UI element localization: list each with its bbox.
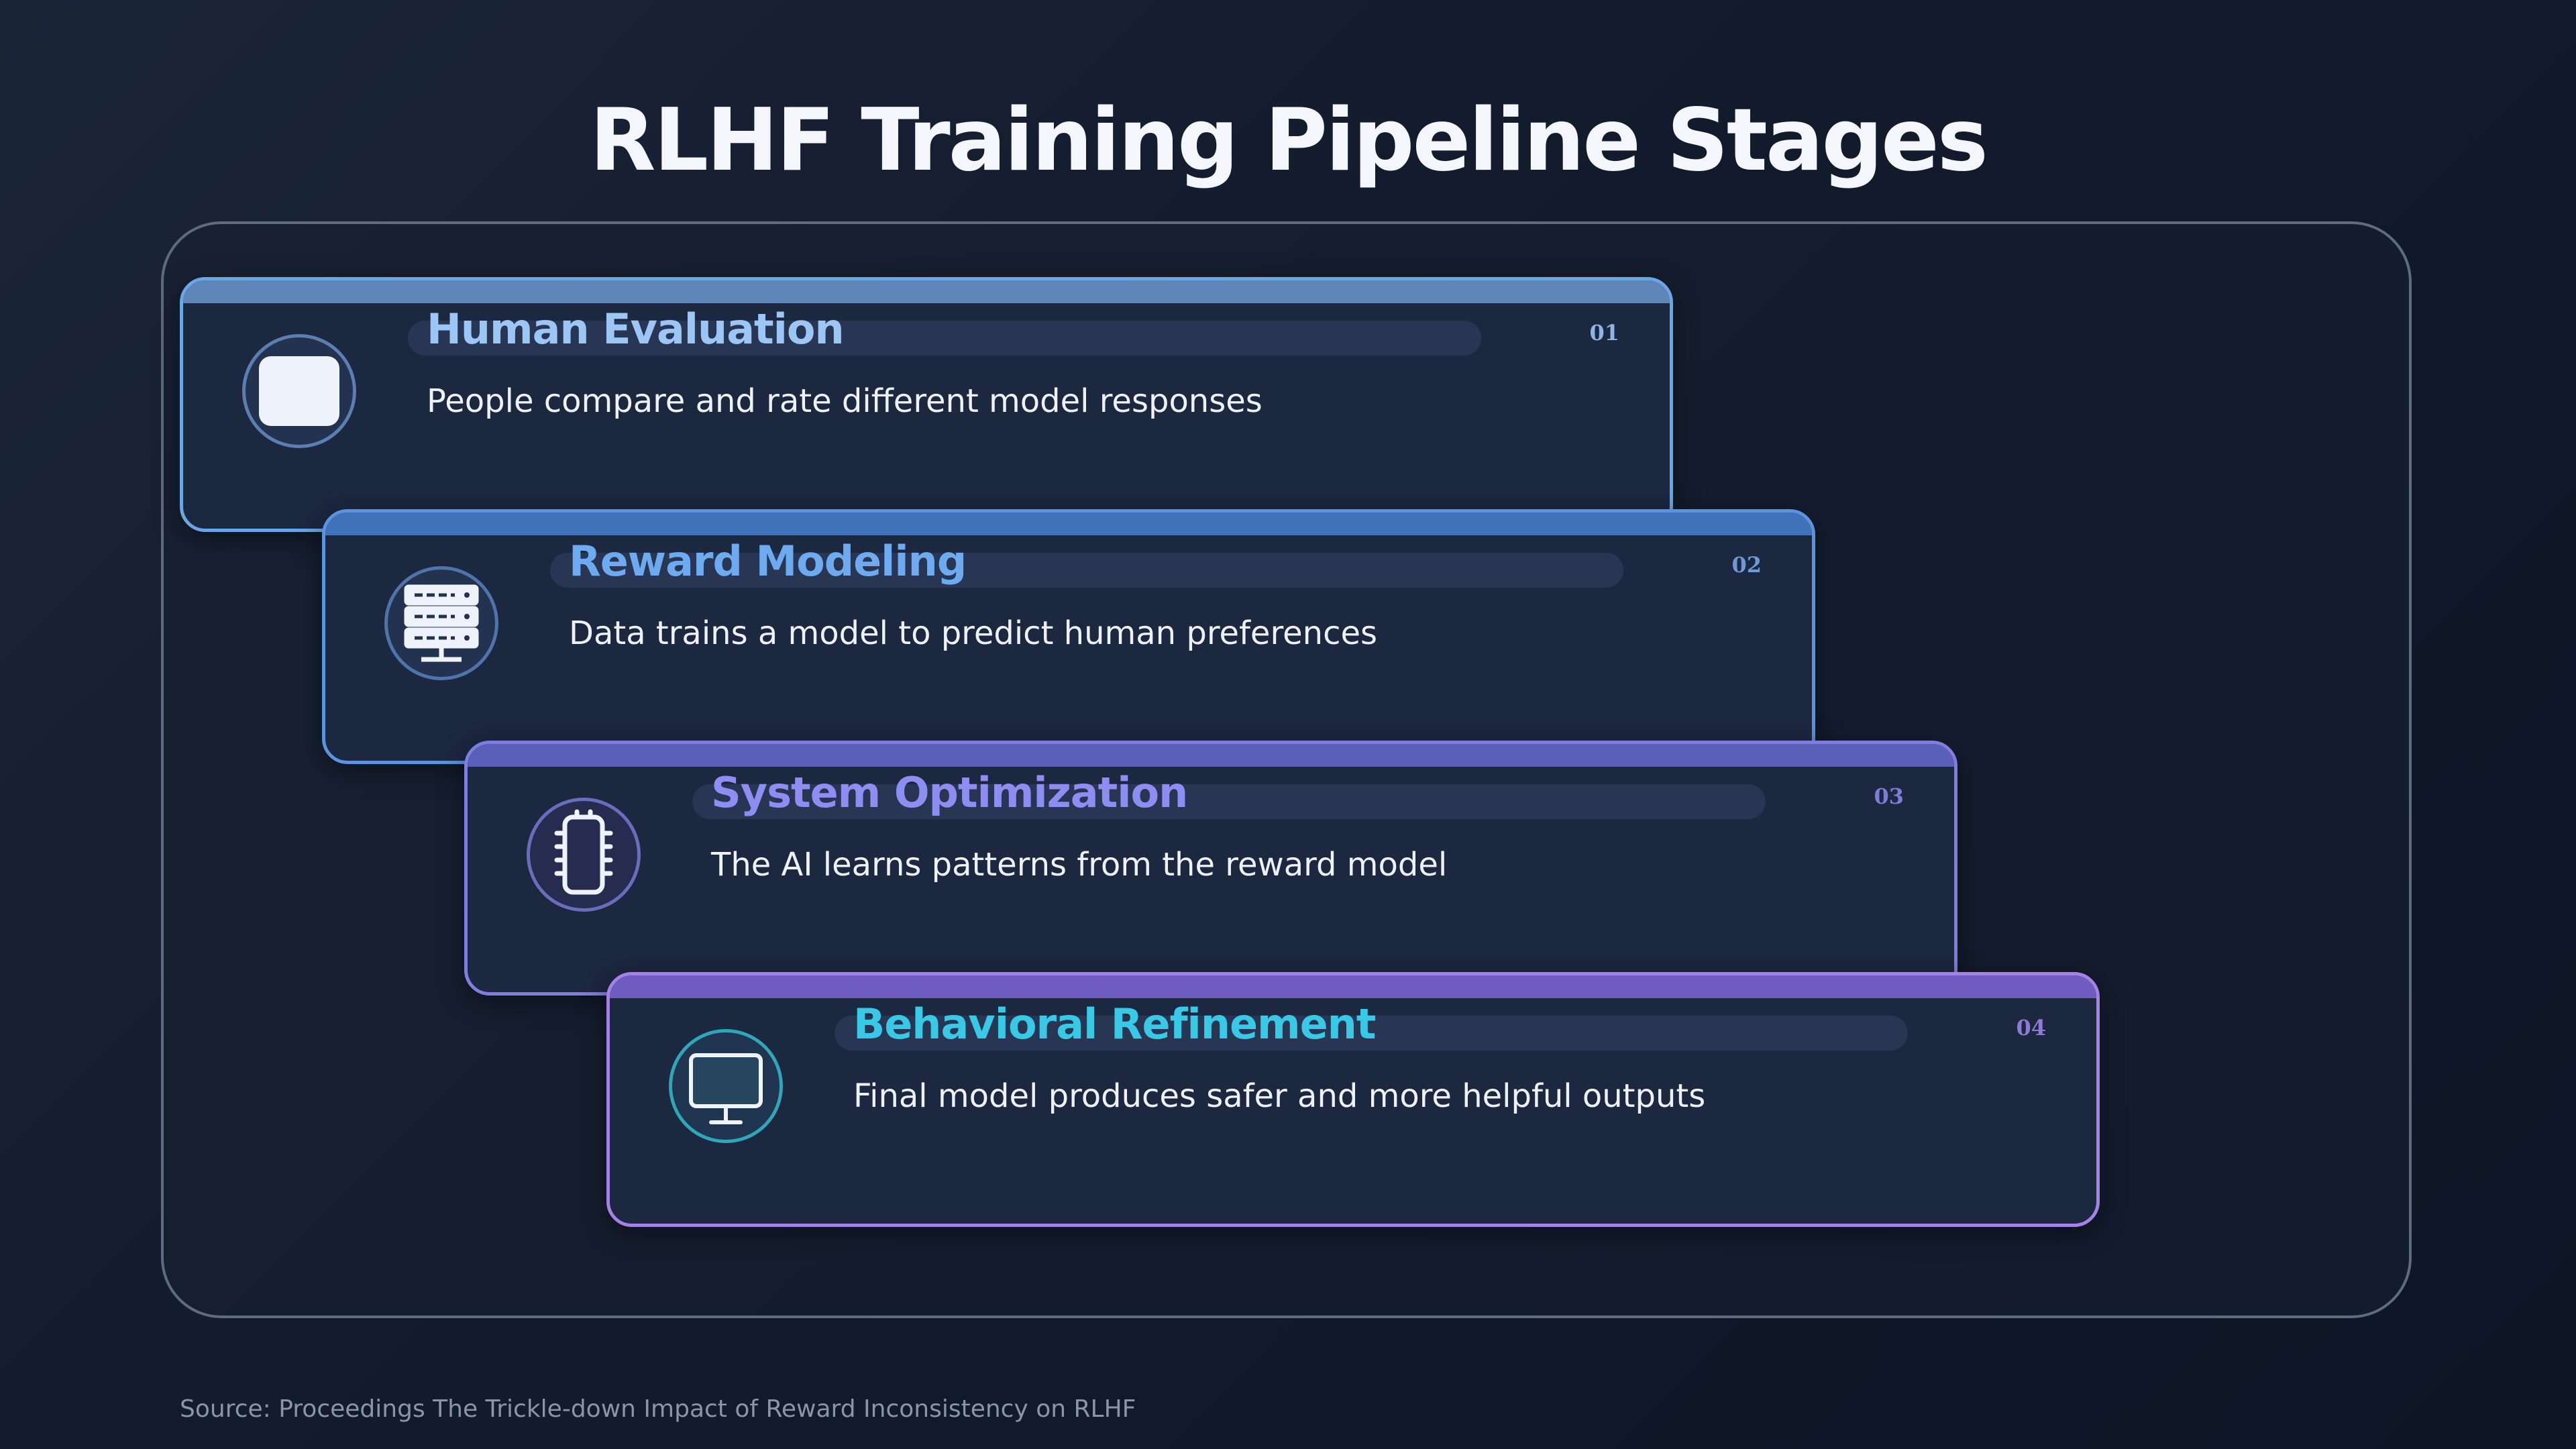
- stage-card-behavioral-refinement: Behavioral Refinement 04 Final model pro…: [606, 972, 2100, 1227]
- stage-card-header-bar: [325, 513, 1812, 535]
- stage-icon-badge: [242, 334, 356, 448]
- stage-number: 02: [1731, 552, 1762, 578]
- stage-description: People compare and rate different model …: [427, 382, 1263, 420]
- stage-card-human-evaluation: Human Evaluation 01 People compare and r…: [180, 277, 1673, 532]
- stage-title: Reward Modeling: [569, 537, 967, 586]
- stage-title: Human Evaluation: [427, 305, 845, 354]
- stage-number: 01: [1589, 320, 1619, 345]
- page-title: RLHF Training Pipeline Stages: [590, 91, 1988, 191]
- stage-card-header-bar: [468, 744, 1954, 767]
- stage-title-highlight: [550, 553, 1623, 588]
- stage-number: 04: [2016, 1015, 2046, 1040]
- stage-description: Data trains a model to predict human pre…: [569, 614, 1378, 652]
- stage-description: The AI learns patterns from the reward m…: [711, 846, 1448, 883]
- stage-card-header-bar: [183, 280, 1670, 303]
- stage-title-highlight: [408, 321, 1481, 356]
- stage-number: 03: [1874, 784, 1904, 809]
- stage-title-highlight: [692, 784, 1766, 819]
- stage-card-reward-modeling: Reward Modeling 02 Data trains a model t…: [322, 509, 1815, 764]
- stage-title-highlight: [835, 1016, 1908, 1051]
- stage-icon-badge: [384, 566, 498, 680]
- stage-card-system-optimization: System Optimization 03 The AI learns pat…: [464, 741, 1957, 996]
- stage-title: System Optimization: [711, 768, 1188, 817]
- stage-icon-badge: [527, 798, 641, 912]
- stage-icon-badge: [669, 1029, 783, 1143]
- stage-card-header-bar: [610, 975, 2096, 998]
- stage-title: Behavioral Refinement: [853, 1000, 1376, 1049]
- stage-description: Final model produces safer and more help…: [853, 1077, 1706, 1115]
- source-citation: Source: Proceedings The Trickle-down Imp…: [180, 1395, 1136, 1423]
